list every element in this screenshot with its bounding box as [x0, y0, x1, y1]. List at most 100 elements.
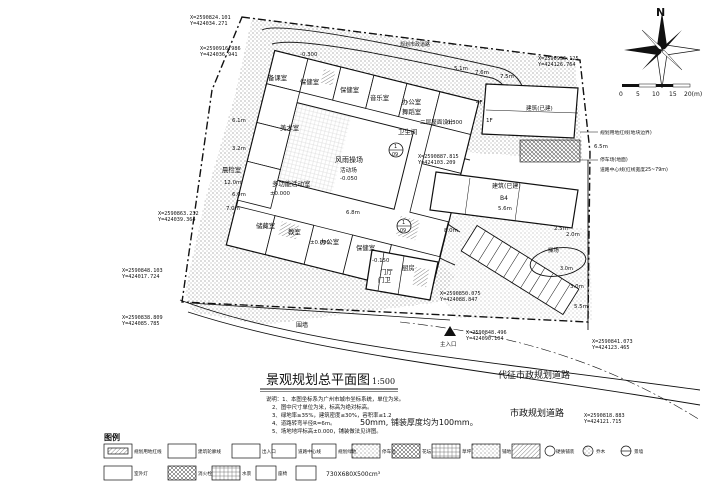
svg-text:铺地: 铺地 [502, 448, 512, 455]
svg-text:7.6m: 7.6m [475, 70, 489, 76]
svg-text:20(m): 20(m) [684, 91, 702, 98]
svg-text:道路中心线: 道路中心线 [298, 448, 321, 455]
svg-text:Y=424088.847: Y=424088.847 [440, 297, 477, 303]
svg-text:保健室: 保健室 [300, 77, 320, 86]
city-road-label: 市政规划道路 [510, 407, 564, 419]
section-marker-2: 1 09 [396, 218, 412, 234]
svg-text:X=2590936.125: X=2590936.125 [538, 56, 579, 62]
svg-text:1:500: 1:500 [372, 377, 395, 386]
svg-text:09: 09 [392, 152, 398, 158]
svg-text:规划绿地: 规划绿地 [338, 448, 357, 455]
svg-text:Y=424039.364: Y=424039.364 [158, 217, 195, 223]
svg-text:Y=424090.104: Y=424090.104 [466, 336, 503, 342]
svg-text:-0.150: -0.150 [372, 258, 390, 264]
svg-text:B4: B4 [500, 195, 508, 202]
svg-text:活动场: 活动场 [340, 166, 357, 174]
svg-text:4、道路转弯半径R=6m。: 4、道路转弯半径R=6m。 [272, 419, 336, 427]
svg-text:X=2590848.496: X=2590848.496 [466, 330, 507, 336]
svg-text:10: 10 [652, 91, 660, 98]
legend: 图例 规划用地红线 建筑轮廓线 出 [103, 432, 644, 481]
existing-building-b4 [429, 171, 579, 229]
svg-text:1: 1 [394, 144, 397, 150]
svg-text:停车位: 停车位 [382, 448, 396, 455]
svg-text:±0.000: ±0.000 [270, 191, 291, 197]
svg-text:50mm, 铺装厚度均为100mm。: 50mm, 铺装厚度均为100mm。 [360, 417, 478, 427]
playground-track [529, 247, 587, 277]
section-marker-1: 1 09 [388, 142, 404, 158]
svg-text:硬质铺装: 硬质铺装 [556, 448, 575, 455]
svg-text:1F: 1F [486, 118, 493, 124]
svg-text:15: 15 [669, 91, 677, 98]
svg-text:0: 0 [619, 91, 623, 98]
svg-text:7.0m: 7.0m [226, 206, 240, 212]
svg-text:12.0m: 12.0m [224, 180, 241, 186]
entrance-wing [365, 249, 439, 301]
svg-text:-0.050: -0.050 [340, 176, 358, 182]
svg-text:景观规划总平面图: 景观规划总平面图 [266, 373, 370, 388]
svg-text:-0.300: -0.300 [445, 120, 463, 126]
svg-text:Y=424036.941: Y=424036.941 [200, 52, 237, 58]
svg-text:备课室: 备课室 [268, 73, 288, 82]
room-labels: 备课室 保健室 保健室 音乐室 办公室 美术室 多功能活动室 风雨操场 活动场 … [222, 73, 553, 284]
svg-text:储藏室: 储藏室 [256, 221, 276, 230]
svg-text:5: 5 [636, 91, 640, 98]
svg-text:5、场地地坪标高±0.000，铺装做法见详图。: 5、场地地坪标高±0.000，铺装做法见详图。 [272, 427, 382, 435]
svg-text:3.0m: 3.0m [570, 284, 584, 290]
svg-text:办公室: 办公室 [320, 237, 340, 246]
svg-text:道路中心线(红线宽度25~79m): 道路中心线(红线宽度25~79m) [600, 166, 668, 173]
svg-text:2.0m: 2.0m [566, 232, 580, 238]
svg-text:Y=424017.724: Y=424017.724 [122, 274, 159, 280]
svg-text:Y=424085.785: Y=424085.785 [122, 321, 159, 327]
svg-text:X=2590887.815: X=2590887.815 [418, 154, 459, 160]
svg-text:多功能活动室: 多功能活动室 [272, 179, 311, 188]
svg-text:图例: 图例 [104, 432, 120, 442]
dimension-labels: 5.1m 7.6m 7.5m 6.1m 3.2m 6.0m 7.0m 12.0m… [224, 66, 608, 310]
svg-text:4F: 4F [476, 100, 483, 106]
svg-text:规划用地红线: 规划用地红线 [134, 448, 162, 455]
svg-text:花坛: 花坛 [422, 448, 432, 455]
svg-text:水景: 水景 [242, 470, 252, 477]
svg-text:卫生间: 卫生间 [398, 127, 417, 136]
svg-text:8.0m: 8.0m [444, 228, 458, 234]
svg-text:5.1m: 5.1m [454, 66, 468, 72]
fence-label: 围墙 [296, 321, 308, 329]
svg-text:X=2590838.809: X=2590838.809 [122, 315, 163, 321]
svg-text:6.1m: 6.1m [232, 118, 246, 124]
svg-text:教室: 教室 [288, 227, 301, 236]
svg-text:±0.000: ±0.000 [310, 240, 331, 246]
svg-text:音乐室: 音乐室 [370, 93, 390, 102]
svg-text:X=2590850.075: X=2590850.075 [440, 291, 481, 297]
fence-line [189, 302, 451, 321]
svg-text:X=2590863.232: X=2590863.232 [158, 211, 199, 217]
small-dim-label: 3.0m [560, 266, 573, 272]
svg-text:5.6m: 5.6m [498, 206, 512, 212]
svg-text:景墙: 景墙 [634, 448, 644, 455]
svg-text:二层屋面设计: 二层屋面设计 [420, 118, 454, 126]
svg-text:7.5m: 7.5m [500, 74, 514, 80]
svg-text:消火栓: 消火栓 [198, 470, 212, 477]
svg-text:2、图中尺寸单位为米，标高为绝对标高。: 2、图中尺寸单位为米，标高为绝对标高。 [272, 403, 372, 411]
coordinate-labels: X=2590824.101 Y=424034.271 X=2590916.986… [122, 15, 633, 425]
svg-text:规划用地红线(地块边界): 规划用地红线(地块边界) [600, 129, 652, 136]
parking-lot [460, 224, 580, 316]
svg-text:6.8m: 6.8m [346, 210, 360, 216]
svg-text:-0.300: -0.300 [300, 52, 318, 58]
svg-text:X=2590848.103: X=2590848.103 [122, 268, 163, 274]
svg-text:6.5m: 6.5m [594, 144, 608, 150]
svg-text:晨检室: 晨检室 [222, 165, 242, 174]
design-notes: 说明：1、本图坐标系为广州市城市坐标系统，单位为米。 2、图中尺寸单位为米，标高… [266, 395, 478, 435]
svg-text:说明：1、本图坐标系为广州市城市坐标系统，单位为米。: 说明：1、本图坐标系为广州市城市坐标系统，单位为米。 [266, 395, 404, 403]
drawing-title: 景观规划总平面图 1:500 [260, 373, 398, 392]
north-road-label: 规划市政道路 [400, 41, 430, 48]
svg-text:保健室: 保健室 [340, 85, 360, 94]
north-compass-icon [624, 12, 701, 89]
svg-text:建筑(已建): 建筑(已建) [526, 104, 553, 112]
svg-text:舞蹈室: 舞蹈室 [402, 107, 422, 116]
svg-text:美术室: 美术室 [280, 123, 300, 132]
entrance-marker: 主入口 [440, 326, 457, 348]
svg-text:停车场(地面): 停车场(地面) [600, 156, 628, 163]
svg-text:6.0m: 6.0m [232, 192, 246, 198]
scale-bar: 0 5 10 15 20(m) [619, 83, 702, 98]
svg-text:主入口: 主入口 [440, 340, 457, 348]
svg-text:乔木: 乔木 [596, 448, 606, 455]
